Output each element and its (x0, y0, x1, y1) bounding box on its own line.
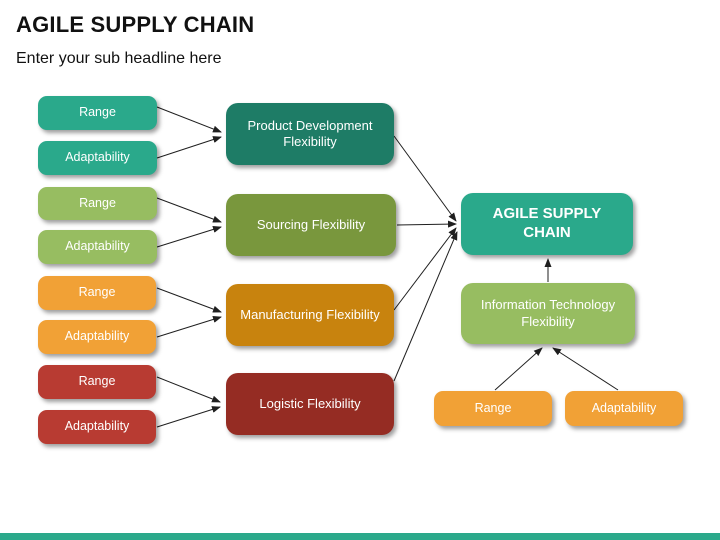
node-adaptability-bottom: Adaptability (565, 391, 683, 426)
connector-arrow (156, 406, 221, 428)
node-adaptability-red: Adaptability (38, 410, 156, 444)
connector-arrow (156, 316, 222, 338)
connector-arrow (494, 347, 543, 391)
slide-subtitle: Enter your sub headline here (16, 50, 222, 67)
connector-arrow (393, 231, 458, 382)
arrow-lines (156, 106, 619, 428)
node-range-green: Range (38, 187, 157, 220)
connector-arrow (156, 106, 222, 133)
connector-arrow (393, 227, 457, 311)
node-manufacturing-flexibility: Manufacturing Flexibility (226, 284, 394, 346)
connector-arrow (156, 226, 222, 248)
connector-arrow (393, 135, 457, 222)
node-logistic-flexibility: Logistic Flexibility (226, 373, 394, 435)
node-range-orange: Range (38, 276, 156, 310)
connector-arrow (156, 287, 222, 313)
node-adaptability-green: Adaptability (38, 230, 157, 264)
node-range-bottom: Range (434, 391, 552, 426)
node-information-technology-flexibility: Information Technology Flexibility (461, 283, 635, 344)
node-range-red: Range (38, 365, 156, 399)
node-adaptability-teal: Adaptability (38, 141, 157, 175)
node-product-development-flexibility: Product Development Flexibility (226, 103, 394, 165)
connector-arrow (156, 197, 222, 223)
node-sourcing-flexibility: Sourcing Flexibility (226, 194, 396, 256)
footer-accent-bar (0, 533, 720, 540)
node-agile-supply-chain: AGILE SUPPLY CHAIN (461, 193, 633, 255)
connector-arrow (552, 347, 619, 391)
connector-arrow (396, 220, 457, 228)
node-adaptability-orange: Adaptability (38, 320, 156, 354)
connector-arrow (156, 376, 221, 403)
page-title: AGILE SUPPLY CHAIN (16, 12, 255, 37)
node-range-teal: Range (38, 96, 157, 130)
connector-arrow (156, 136, 222, 159)
